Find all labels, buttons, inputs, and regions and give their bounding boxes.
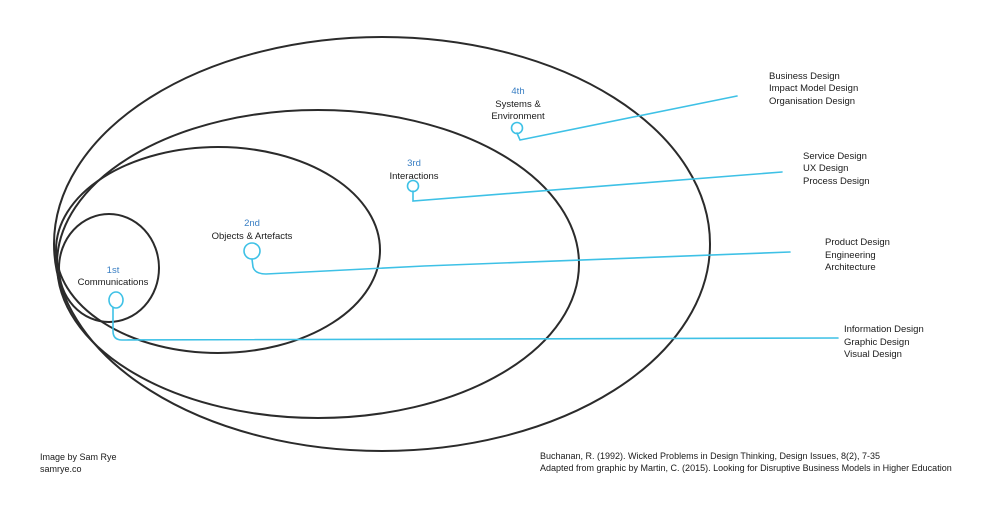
discipline-item: UX Design <box>803 163 848 174</box>
second-order-line <box>251 251 791 275</box>
first-order-line <box>112 307 839 341</box>
citation-line: Buchanan, R. (1992). Wicked Problems in … <box>540 451 880 461</box>
discipline-item: Architecture <box>825 262 876 273</box>
third-order-ellipse <box>56 109 580 419</box>
fourth-order-label-line2: Environment <box>491 111 545 122</box>
credit-url: samrye.co <box>40 464 82 474</box>
discipline-item: Product Design <box>825 237 890 248</box>
fourth-order-marker <box>510 121 524 135</box>
discipline-item: Visual Design <box>844 349 902 360</box>
discipline-item: Graphic Design <box>844 337 909 348</box>
discipline-item: Engineering <box>825 250 876 261</box>
first-order-disciplines: Information Design Graphic Design Visual… <box>844 324 924 360</box>
fourth-order-ordinal: 4th <box>511 86 524 97</box>
second-order-ellipse <box>55 146 381 354</box>
fourth-order-connector <box>510 95 738 141</box>
third-order-ordinal: 3rd <box>407 158 421 169</box>
third-order-disciplines: Service Design UX Design Process Design <box>803 151 870 187</box>
second-order-disciplines: Product Design Engineering Architecture <box>825 237 890 273</box>
first-order-ellipse <box>58 213 160 323</box>
discipline-item: Information Design <box>844 324 924 335</box>
second-order-marker <box>243 242 261 260</box>
third-order-marker <box>406 179 420 193</box>
first-order-marker <box>108 291 124 309</box>
third-order-connector <box>406 171 783 202</box>
discipline-item: Service Design <box>803 151 867 162</box>
first-order-label: Communications <box>78 277 149 288</box>
first-order-ordinal: 1st <box>107 265 120 276</box>
second-order-connector <box>243 242 791 275</box>
discipline-item: Organisation Design <box>769 96 855 107</box>
first-order-connector <box>108 291 839 341</box>
fourth-order-label-line1: Systems & <box>495 99 541 110</box>
second-order-label: Objects & Artefacts <box>212 231 293 242</box>
fourth-order-disciplines: Business Design Impact Model Design Orga… <box>769 71 858 107</box>
citation-line: Adapted from graphic by Martin, C. (2015… <box>540 463 952 473</box>
credit-line: Image by Sam Rye <box>40 452 117 462</box>
third-order-label: Interactions <box>389 171 438 182</box>
fourth-order-ellipse <box>53 36 711 452</box>
fourth-order-line <box>516 95 738 141</box>
discipline-item: Impact Model Design <box>769 83 858 94</box>
discipline-item: Process Design <box>803 176 870 187</box>
discipline-item: Business Design <box>769 71 840 82</box>
third-order-line <box>412 171 783 202</box>
second-order-ordinal: 2nd <box>244 218 260 229</box>
